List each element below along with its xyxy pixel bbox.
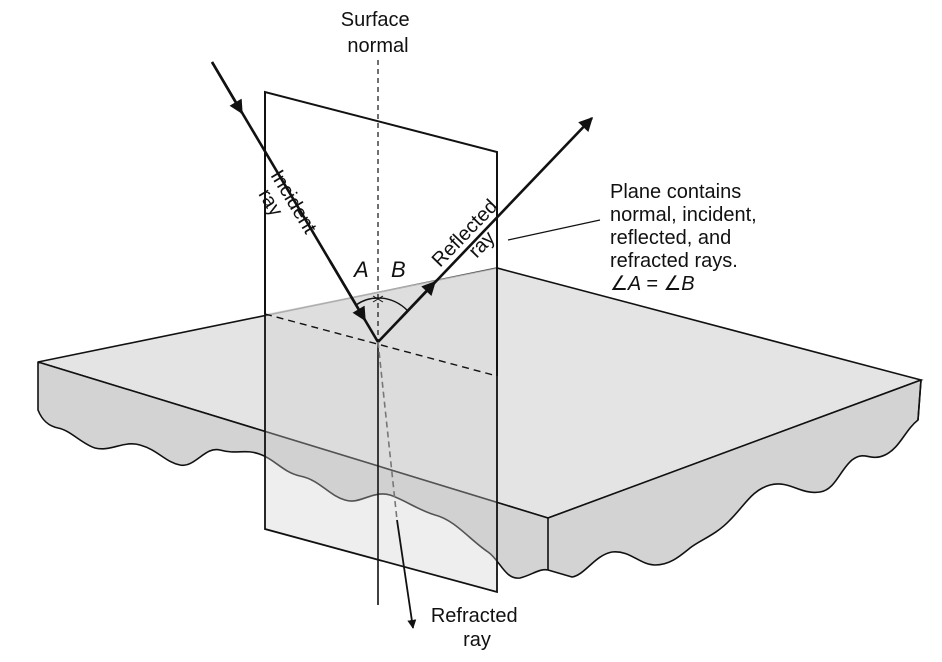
incident-arrow-upper — [210, 61, 244, 115]
plane-upper-outline — [264, 90, 498, 376]
plane-note-line1: Plane contains — [610, 181, 741, 203]
plane-surface-intersection — [264, 313, 498, 377]
surface-normal-label-line1: Surface — [341, 9, 410, 31]
slab-side-face — [37, 361, 922, 579]
slab-back-edge — [917, 379, 922, 421]
refracted-ray-label: Refracted ray — [431, 605, 523, 651]
angle-a-label: A — [352, 257, 369, 282]
plane-note-line4: refracted rays. — [610, 250, 738, 272]
plane-surface-shadow — [265, 268, 497, 376]
refracted-ray-label-line1: Refracted — [431, 605, 518, 627]
plane-note: Plane contains normal, incident, reflect… — [610, 181, 762, 272]
surface-normal-label: Surface normal — [341, 9, 416, 57]
plane-lower-outline — [264, 314, 498, 594]
note-leader-line — [507, 219, 601, 241]
refracted-ray-label-line2: ray — [463, 629, 491, 651]
refracted-ray — [396, 519, 417, 629]
plane-note-line2: normal, incident, — [610, 204, 757, 226]
incident-arrow-lower — [328, 260, 367, 322]
angle-tick — [372, 295, 384, 303]
plane-note-line3: reflected, and — [610, 227, 731, 249]
angle-b-arc — [377, 297, 409, 312]
surface-normal-label-line2: normal — [347, 35, 408, 57]
angle-equality: ∠A = ∠B — [610, 273, 695, 295]
plane-lower-part — [265, 314, 497, 592]
reflected-arrow-mid — [399, 280, 436, 320]
angle-b-label: B — [391, 257, 406, 282]
